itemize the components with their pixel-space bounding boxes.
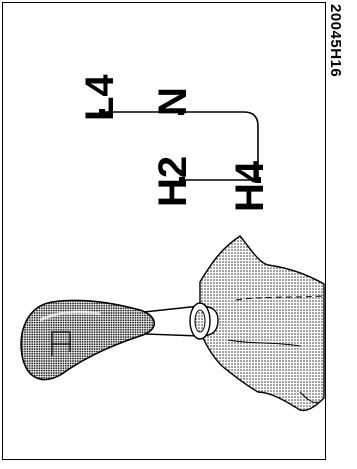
shift-pattern-path bbox=[102, 111, 259, 186]
shift-pattern-end-h4 bbox=[255, 177, 261, 183]
shift-pattern-end-h2 bbox=[179, 177, 185, 183]
shift-pattern-end-n bbox=[178, 109, 184, 115]
shift-lever-shaft bbox=[143, 302, 219, 340]
shift-pattern-end-l4 bbox=[99, 109, 105, 115]
shift-lever-boot bbox=[199, 235, 325, 412]
knob-shift-pattern-icon bbox=[51, 331, 71, 356]
shift-knob bbox=[20, 299, 156, 381]
